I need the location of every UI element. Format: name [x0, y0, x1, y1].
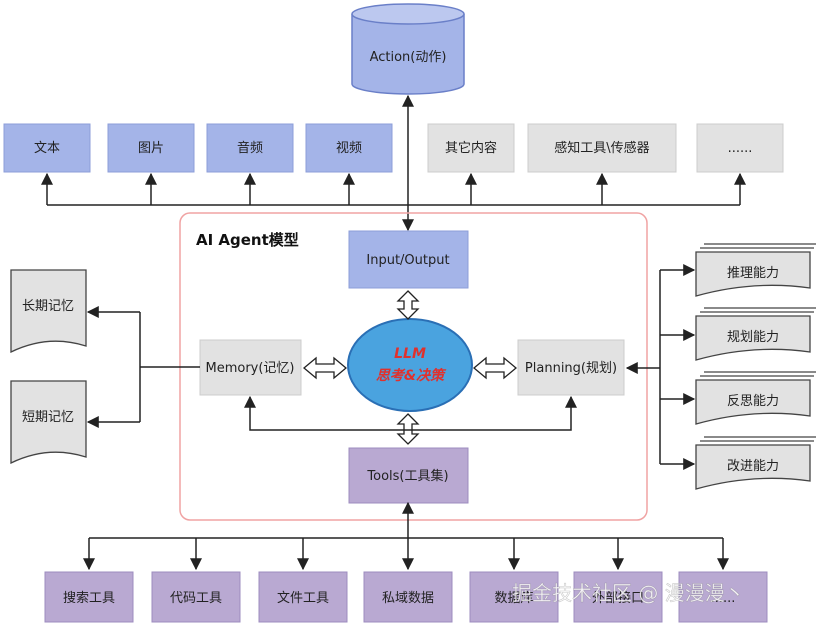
tools-connectors	[83, 501, 729, 571]
tool-item-more: ......	[678, 571, 768, 623]
svg-text:......: ......	[711, 591, 736, 606]
planning-doc-reflection: 反思能力	[695, 371, 816, 425]
output-item-other: 其它内容	[427, 123, 515, 173]
svg-text:文本: 文本	[34, 141, 60, 156]
tools-row: 搜索工具 代码工具 文件工具 私域数据 数据库 外部接口 ......	[44, 571, 768, 623]
action-label: Action(动作)	[370, 50, 447, 65]
svg-text:短期记忆: 短期记忆	[22, 409, 74, 425]
double-arrow-llm-planning	[472, 356, 518, 380]
planning-box: Planning(规划)	[517, 339, 625, 396]
svg-text:Memory(记忆): Memory(记忆)	[205, 360, 294, 376]
tool-item-external-api: 外部接口	[573, 571, 663, 623]
tool-item-code: 代码工具	[151, 571, 241, 623]
svg-text:感知工具\传感器: 感知工具\传感器	[554, 140, 649, 156]
memory-box: Memory(记忆)	[199, 339, 302, 396]
planning-doc-planning: 规划能力	[695, 307, 816, 361]
tool-item-search: 搜索工具	[44, 571, 134, 623]
svg-text:Input/Output: Input/Output	[366, 253, 449, 268]
watermark-text: 掘金技术社区 @ 漫漫漫丶	[512, 581, 745, 605]
svg-text:推理能力: 推理能力	[727, 266, 779, 281]
double-arrow-io-llm	[396, 290, 420, 320]
output-row: 文本 图片 音频 视频 其它内容 感知工具\传感器 ......	[3, 123, 784, 173]
planning-doc-improvement: 改进能力	[695, 436, 816, 490]
tool-item-database: 数据库	[469, 571, 559, 623]
svg-text:文件工具: 文件工具	[277, 591, 329, 606]
svg-text:视频: 视频	[336, 141, 362, 156]
svg-text:搜索工具: 搜索工具	[63, 591, 115, 606]
output-bus-connectors	[41, 94, 746, 232]
svg-text:改进能力: 改进能力	[727, 459, 779, 474]
llm-sublabel: 思考&决策	[376, 367, 447, 384]
output-item-sensor: 感知工具\传感器	[527, 123, 677, 173]
svg-text:规划能力: 规划能力	[727, 330, 779, 345]
output-item-audio: 音频	[206, 123, 294, 173]
double-arrow-memory-llm	[302, 356, 348, 380]
svg-text:其它内容: 其它内容	[445, 140, 497, 156]
svg-text:数据库: 数据库	[494, 590, 533, 606]
output-item-image: 图片	[107, 123, 195, 173]
tool-item-file: 文件工具	[258, 571, 348, 623]
svg-text:私域数据: 私域数据	[382, 591, 434, 606]
svg-text:......: ......	[728, 141, 753, 156]
memory-planning-loop	[244, 395, 577, 431]
planning-connectors	[625, 264, 696, 470]
action-cylinder: Action(动作)	[351, 3, 465, 95]
llm-core: LLM 思考&决策	[347, 318, 473, 412]
svg-text:图片: 图片	[138, 141, 164, 156]
output-item-video: 视频	[305, 123, 393, 173]
tools-box: Tools(工具集)	[348, 447, 469, 504]
memory-doc-short: 短期记忆	[10, 380, 87, 465]
tool-item-private-data: 私域数据	[363, 571, 453, 623]
svg-text:代码工具: 代码工具	[170, 591, 222, 606]
llm-label: LLM	[394, 346, 426, 362]
planning-doc-reasoning: 推理能力	[695, 243, 816, 297]
memory-doc-long: 长期记忆	[10, 269, 87, 354]
svg-text:音频: 音频	[237, 140, 263, 156]
svg-text:反思能力: 反思能力	[727, 394, 779, 409]
svg-text:长期记忆: 长期记忆	[22, 298, 74, 314]
io-box: Input/Output	[348, 230, 469, 289]
svg-text:Planning(规划): Planning(规划)	[525, 361, 617, 376]
output-item-text: 文本	[3, 123, 91, 173]
double-arrow-llm-tools	[396, 413, 420, 445]
agent-title: AI Agent模型	[196, 231, 299, 249]
memory-connectors	[86, 306, 200, 428]
output-item-more: ......	[696, 123, 784, 173]
svg-text:Tools(工具集): Tools(工具集)	[366, 468, 448, 484]
svg-text:外部接口: 外部接口	[592, 590, 644, 606]
